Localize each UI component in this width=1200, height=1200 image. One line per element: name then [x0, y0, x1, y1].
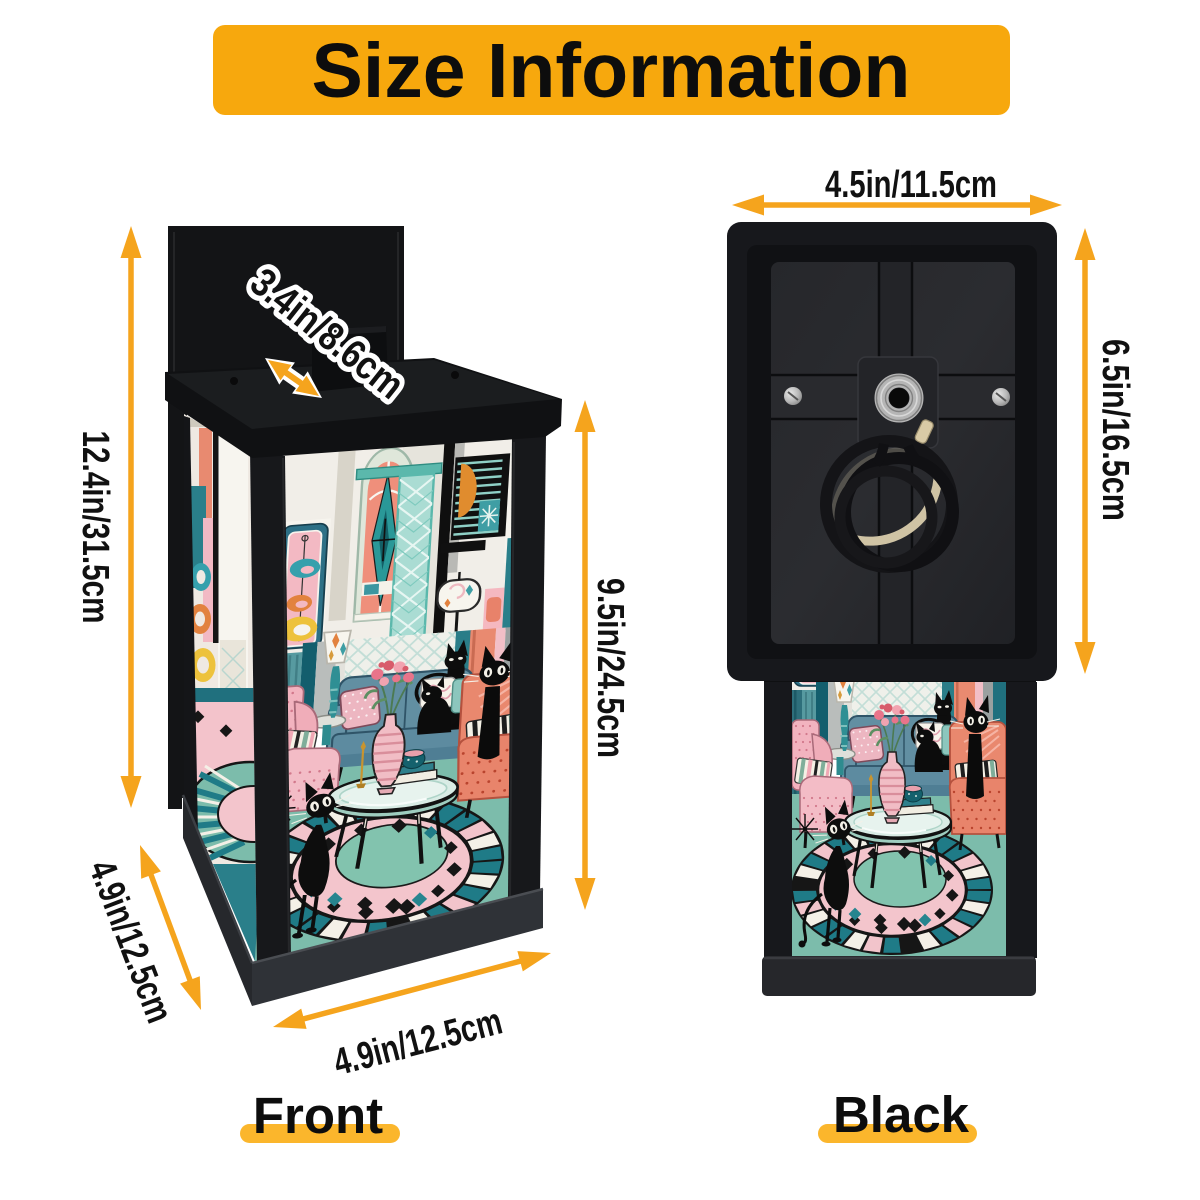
svg-text:Size Information: Size Information [312, 28, 911, 114]
svg-text:9.5in/24.5cm: 9.5in/24.5cm [589, 578, 631, 758]
svg-text:12.4in/31.5cm: 12.4in/31.5cm [74, 431, 116, 624]
svg-text:Black: Black [833, 1086, 970, 1143]
svg-text:6.5in/16.5cm: 6.5in/16.5cm [1094, 339, 1136, 521]
svg-text:4.5in/11.5cm: 4.5in/11.5cm [825, 164, 997, 206]
svg-text:Front: Front [253, 1087, 383, 1144]
